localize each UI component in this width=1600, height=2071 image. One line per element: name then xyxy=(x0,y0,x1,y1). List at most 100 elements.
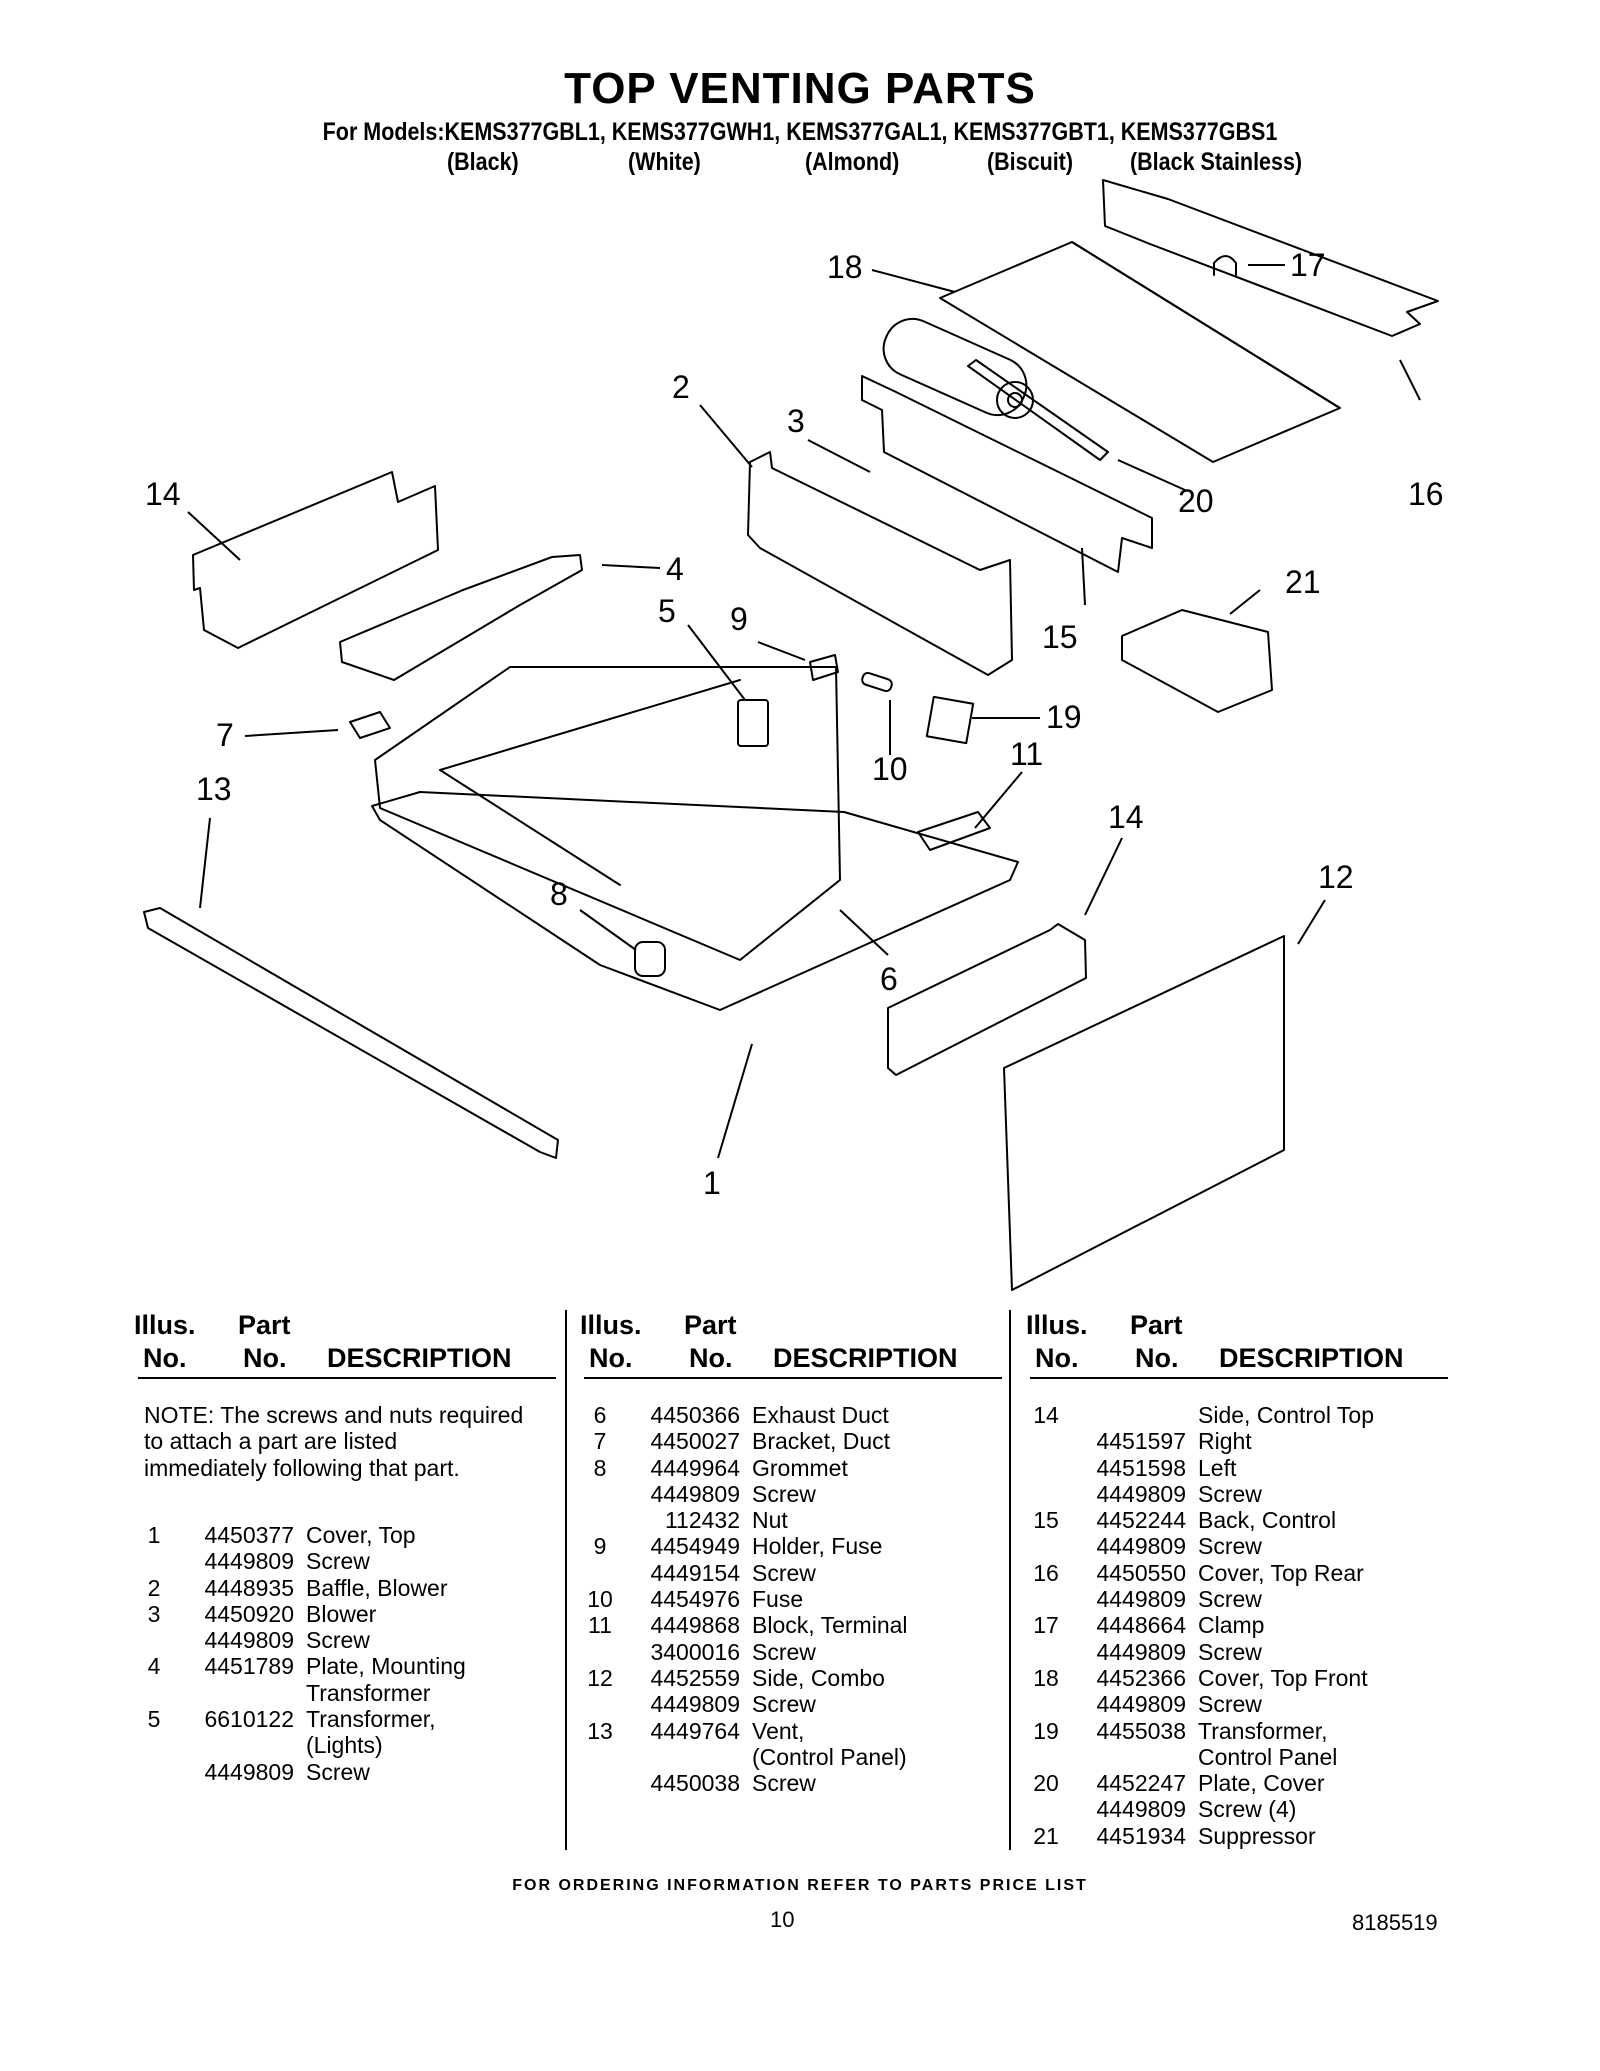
part-description: Screw xyxy=(752,1480,816,1507)
part-description: Screw xyxy=(1198,1638,1262,1665)
part-description: Screw xyxy=(306,1627,370,1654)
part-number: 4449809 xyxy=(204,1758,294,1785)
header-rule xyxy=(1030,1377,1448,1379)
part-description: Fuse xyxy=(752,1586,804,1613)
part-number: 4452244 xyxy=(1096,1507,1186,1534)
part-description: Screw xyxy=(752,1559,816,1586)
part-description: Control Panel xyxy=(1198,1743,1338,1770)
part-lights-transformer xyxy=(737,699,769,747)
table-note: NOTE: The screws and nuts required to at… xyxy=(144,1402,524,1481)
part-number: 4451934 xyxy=(1096,1822,1186,1849)
part-description: Screw xyxy=(306,1548,370,1575)
illus-number: 3 xyxy=(147,1600,161,1627)
part-number: 112432 xyxy=(664,1507,740,1534)
part-number: 4449809 xyxy=(1096,1480,1186,1507)
callout-21: 21 xyxy=(1285,564,1321,600)
page-title: TOP VENTING PARTS xyxy=(564,64,1036,113)
callout-9: 9 xyxy=(730,601,748,637)
callout-13: 13 xyxy=(196,771,232,807)
callout-11: 11 xyxy=(1010,736,1043,772)
part-description: Screw (4) xyxy=(1198,1796,1297,1823)
part-number: 4449809 xyxy=(1096,1533,1186,1560)
part-description: Screw xyxy=(752,1691,816,1718)
part-vent xyxy=(143,907,559,1159)
part-suppressor xyxy=(1121,609,1273,713)
illus-number: 14 xyxy=(1033,1402,1059,1428)
illus-number: 9 xyxy=(593,1533,607,1560)
part-description: Nut xyxy=(752,1507,788,1534)
header-description: DESCRIPTION xyxy=(773,1343,958,1373)
exploded-parts-diagram: 18 17 2 3 14 20 16 4 21 5 9 15 19 7 10 1… xyxy=(143,179,1444,1291)
part-description: Suppressor xyxy=(1198,1822,1316,1849)
color-black: (Black) xyxy=(447,148,519,176)
callout-14-left: 14 xyxy=(145,476,181,512)
part-description: Cover, Top Front xyxy=(1198,1664,1368,1691)
callout-10: 10 xyxy=(872,751,908,787)
header-rule xyxy=(584,1377,1002,1379)
part-description: Plate, Cover xyxy=(1198,1770,1325,1797)
part-number: 4449809 xyxy=(204,1548,294,1575)
illus-number: 8 xyxy=(593,1454,607,1481)
color-white: (White) xyxy=(628,148,701,176)
part-description: Cover, Top xyxy=(306,1522,416,1548)
part-number: 6610122 xyxy=(204,1706,294,1733)
part-number: 4450920 xyxy=(204,1600,294,1627)
part-description: Screw xyxy=(1198,1533,1262,1560)
document-number: 8185519 xyxy=(1352,1910,1438,1935)
callout-8: 8 xyxy=(550,876,568,912)
header-description: DESCRIPTION xyxy=(1219,1343,1404,1373)
part-blower-baffle xyxy=(747,451,1013,676)
part-exhaust-duct xyxy=(374,666,841,961)
header-illus-no: No. xyxy=(143,1343,187,1373)
color-almond: (Almond) xyxy=(805,148,900,176)
callout-5: 5 xyxy=(658,593,676,629)
part-top-rear-cover xyxy=(1102,179,1439,337)
part-number: 4450377 xyxy=(204,1522,294,1548)
illus-number: 11 xyxy=(588,1612,612,1639)
part-description: Blower xyxy=(306,1600,377,1627)
header-part-no: No. xyxy=(1135,1343,1179,1373)
part-number: 4449809 xyxy=(650,1691,740,1718)
part-number: 4452559 xyxy=(650,1664,740,1691)
part-number: 4449154 xyxy=(650,1559,740,1586)
header-illus-no: No. xyxy=(1035,1343,1079,1373)
part-number: 4449809 xyxy=(650,1480,740,1507)
part-control-side-right xyxy=(887,923,1087,1076)
part-description: Cover, Top Rear xyxy=(1198,1559,1364,1586)
illus-number: 4 xyxy=(147,1653,161,1680)
callout-18: 18 xyxy=(827,249,863,285)
part-duct-bracket xyxy=(349,711,391,739)
header-rule xyxy=(138,1377,556,1379)
illus-number: 6 xyxy=(593,1402,607,1428)
callout-1: 1 xyxy=(703,1165,721,1201)
part-description: Vent, xyxy=(752,1717,805,1744)
parts-table-col-1: Illus. No. Part No. DESCRIPTION NOTE: Th… xyxy=(134,1310,556,1860)
part-description: Side, Combo xyxy=(752,1664,885,1691)
callout-20: 20 xyxy=(1178,483,1214,519)
illus-number: 1 xyxy=(147,1522,161,1548)
part-description: Grommet xyxy=(752,1454,848,1481)
part-description: Exhaust Duct xyxy=(752,1402,889,1428)
part-description: Screw xyxy=(752,1770,816,1797)
part-transformer xyxy=(925,695,975,745)
part-number: 4449764 xyxy=(650,1717,740,1744)
part-description: Bracket, Duct xyxy=(752,1428,891,1455)
part-fuse xyxy=(861,671,893,693)
part-description: Screw xyxy=(306,1758,370,1785)
part-number: 4452247 xyxy=(1096,1770,1186,1797)
part-top-front-cover xyxy=(939,241,1341,463)
part-description: Plate, Mounting xyxy=(306,1653,466,1680)
illus-number: 5 xyxy=(147,1706,161,1733)
part-description: Back, Control xyxy=(1198,1507,1337,1534)
part-number: 4451597 xyxy=(1096,1428,1186,1455)
part-combo-side xyxy=(1003,935,1285,1291)
part-description: Transformer, xyxy=(1198,1717,1328,1744)
part-number: 4454976 xyxy=(650,1586,740,1613)
part-description: Screw xyxy=(752,1638,816,1665)
callout-12: 12 xyxy=(1318,859,1354,895)
part-number: 3400016 xyxy=(650,1638,740,1665)
part-number: 4450038 xyxy=(650,1770,740,1797)
part-grommet xyxy=(634,941,666,977)
